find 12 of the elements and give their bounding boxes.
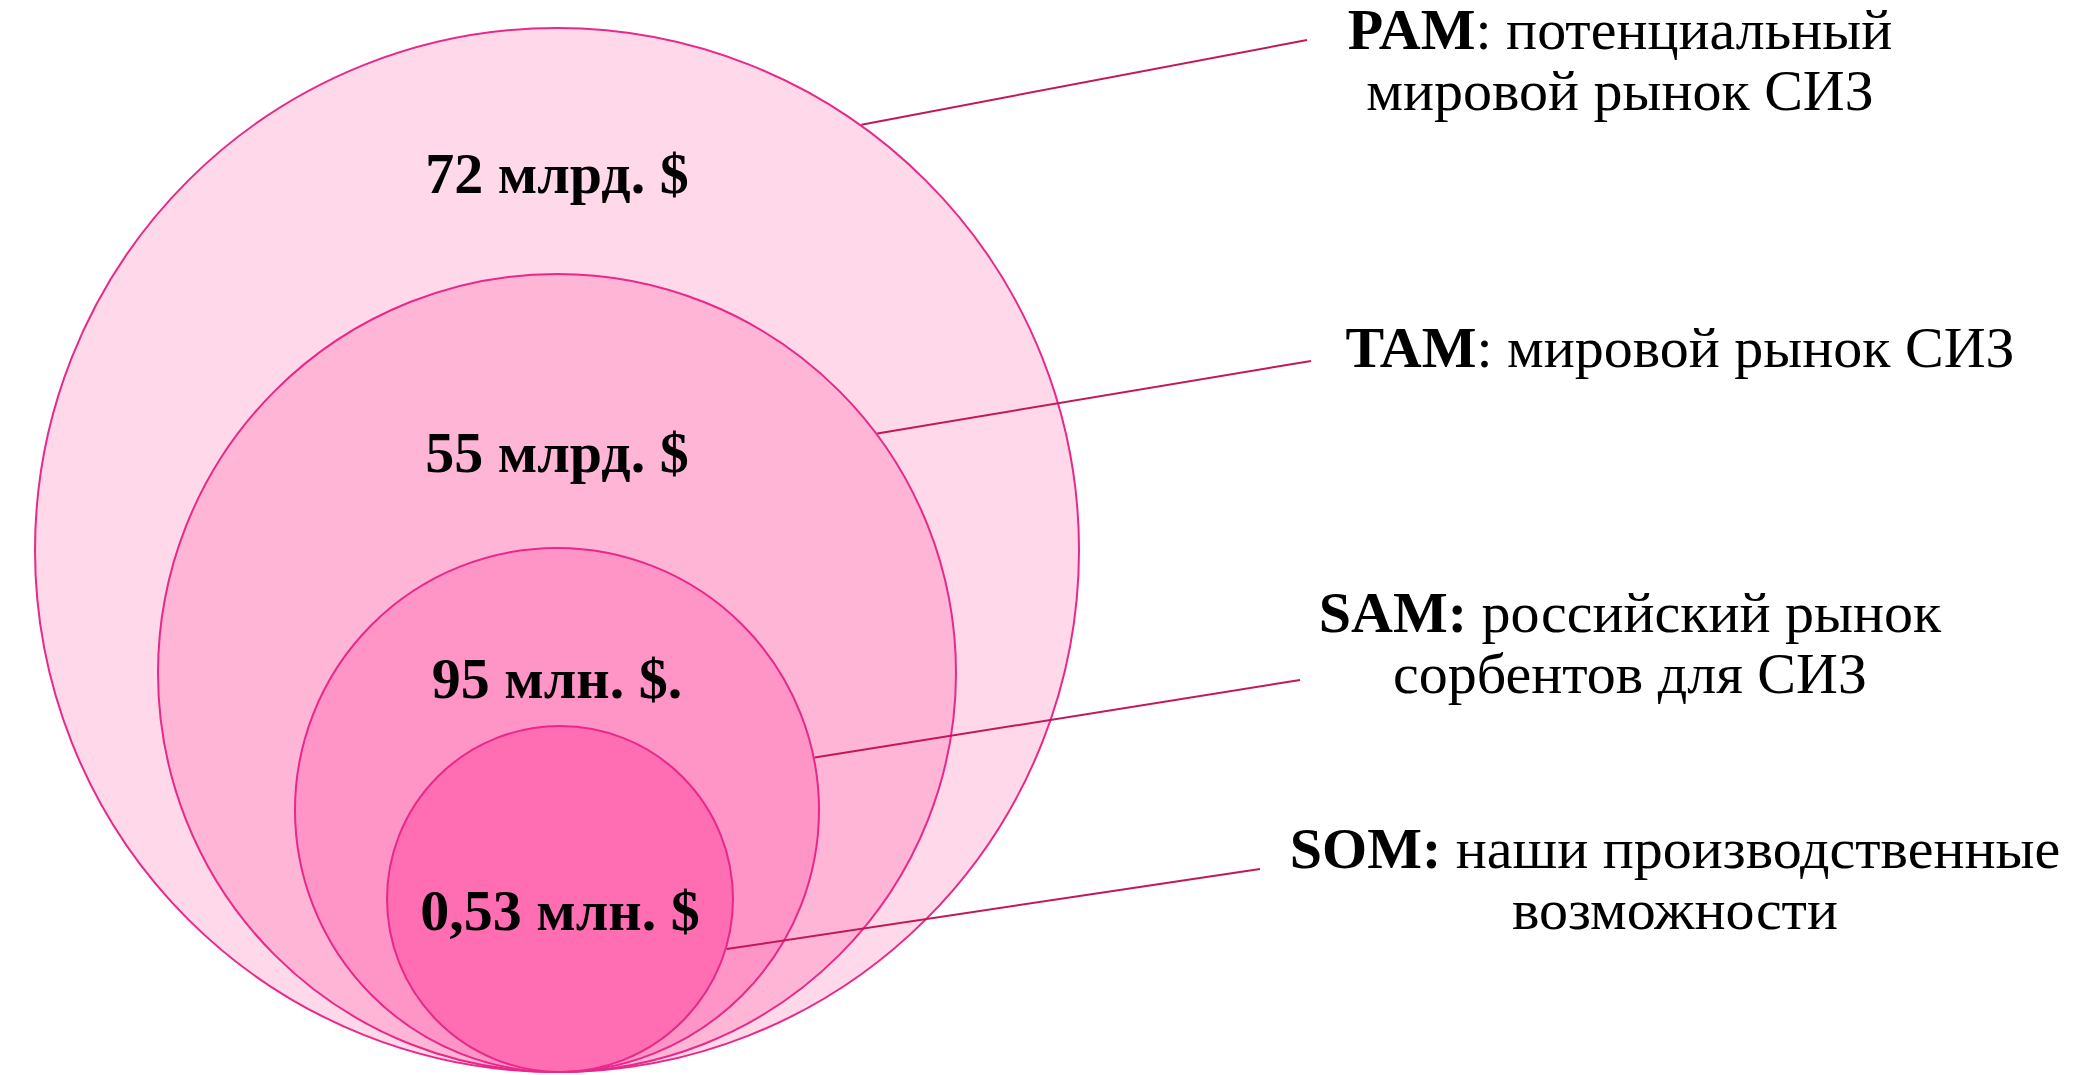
callout-text: TAM: мировой рынок СИЗ xyxy=(1320,318,2040,379)
market-value: 72 млрд. $ xyxy=(425,142,689,206)
callout-text: SOM: наши производственные возможности xyxy=(1272,819,2078,941)
market-value: 0,53 млн. $ xyxy=(420,879,700,943)
callout-text: PAM: потенциальный мировой рынок СИЗ xyxy=(1320,0,1920,122)
market-value: 55 млрд. $ xyxy=(425,421,689,485)
market-value: 95 млн. $. xyxy=(431,647,683,711)
callout-text: SAM: российский рынок сорбентов для СИЗ xyxy=(1290,583,1970,705)
leader-line xyxy=(876,360,1312,435)
leader-line xyxy=(725,868,1261,950)
leader-line xyxy=(813,679,1301,759)
leader-line xyxy=(860,39,1308,126)
